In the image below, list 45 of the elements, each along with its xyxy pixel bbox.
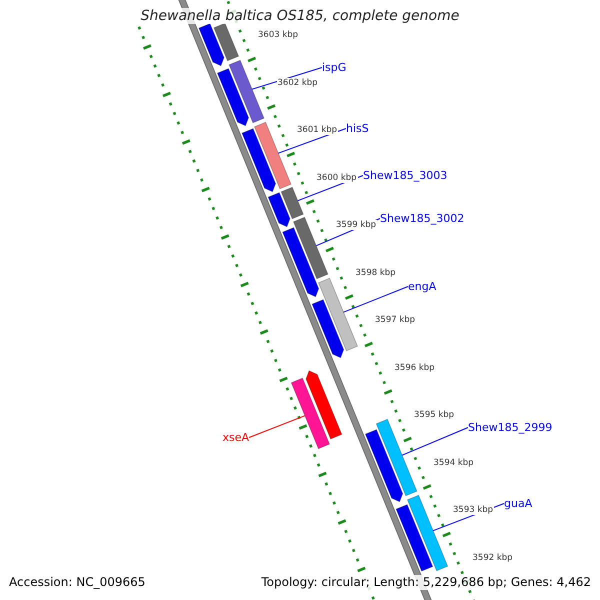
gene-label: Shew185_3002 [380, 212, 464, 225]
scale-label: 3593 kbp [452, 505, 494, 515]
info-text: Accession: NC_009665 [9, 575, 146, 590]
gene-feature [242, 128, 276, 192]
scale-label: 3595 kbp [413, 410, 456, 420]
gene-label: Shew185_2999 [468, 421, 552, 434]
gene-feature [228, 60, 264, 124]
gene-feature [290, 378, 330, 450]
scale-label: 3594 kbp [432, 458, 475, 468]
gene-feature [268, 192, 290, 228]
gene-feature [293, 216, 328, 280]
scale-label: 3602 kbp [276, 78, 319, 88]
scale-label: 3592 kbp [472, 552, 514, 562]
leader-line [252, 67, 322, 90]
gene-feature [282, 227, 320, 298]
gene-feature [198, 23, 224, 66]
scale-label: 3596 kbp [394, 362, 436, 372]
gene-feature [376, 418, 418, 496]
gene-feature [318, 278, 358, 352]
leader-line [402, 427, 468, 456]
scale-label: 3597 kbp [374, 315, 416, 325]
gene-label: guaA [504, 497, 532, 510]
gene-feature [312, 299, 344, 358]
gene-feature [306, 370, 342, 440]
scale-label: 3603 kbp [257, 30, 300, 40]
gene-feature [406, 494, 448, 572]
gene-label: Shew185_3003 [363, 169, 448, 182]
gene-feature [364, 429, 404, 502]
gene-feature [254, 122, 292, 190]
scale-label: 3599 kbp [335, 220, 378, 230]
scale-label: 3600 kbp [316, 172, 358, 182]
gene-label: engA [408, 280, 436, 293]
gene-label: hisS [346, 122, 369, 135]
gene-label: xseA [222, 431, 249, 444]
gene-feature [280, 186, 304, 220]
gene-label: ispG [322, 61, 346, 74]
scale-label: 3598 kbp [354, 268, 397, 278]
leader-line [248, 415, 306, 438]
leader-line [278, 128, 346, 154]
gene-feature [213, 22, 240, 62]
info-text: Topology: circular; Length: 5,229,686 bp; Genes: 4,462 [261, 575, 591, 590]
scale-label: 3601 kbp [296, 125, 338, 135]
leader-line [343, 286, 408, 313]
gene-feature [396, 504, 434, 572]
gene-feature [216, 68, 249, 126]
